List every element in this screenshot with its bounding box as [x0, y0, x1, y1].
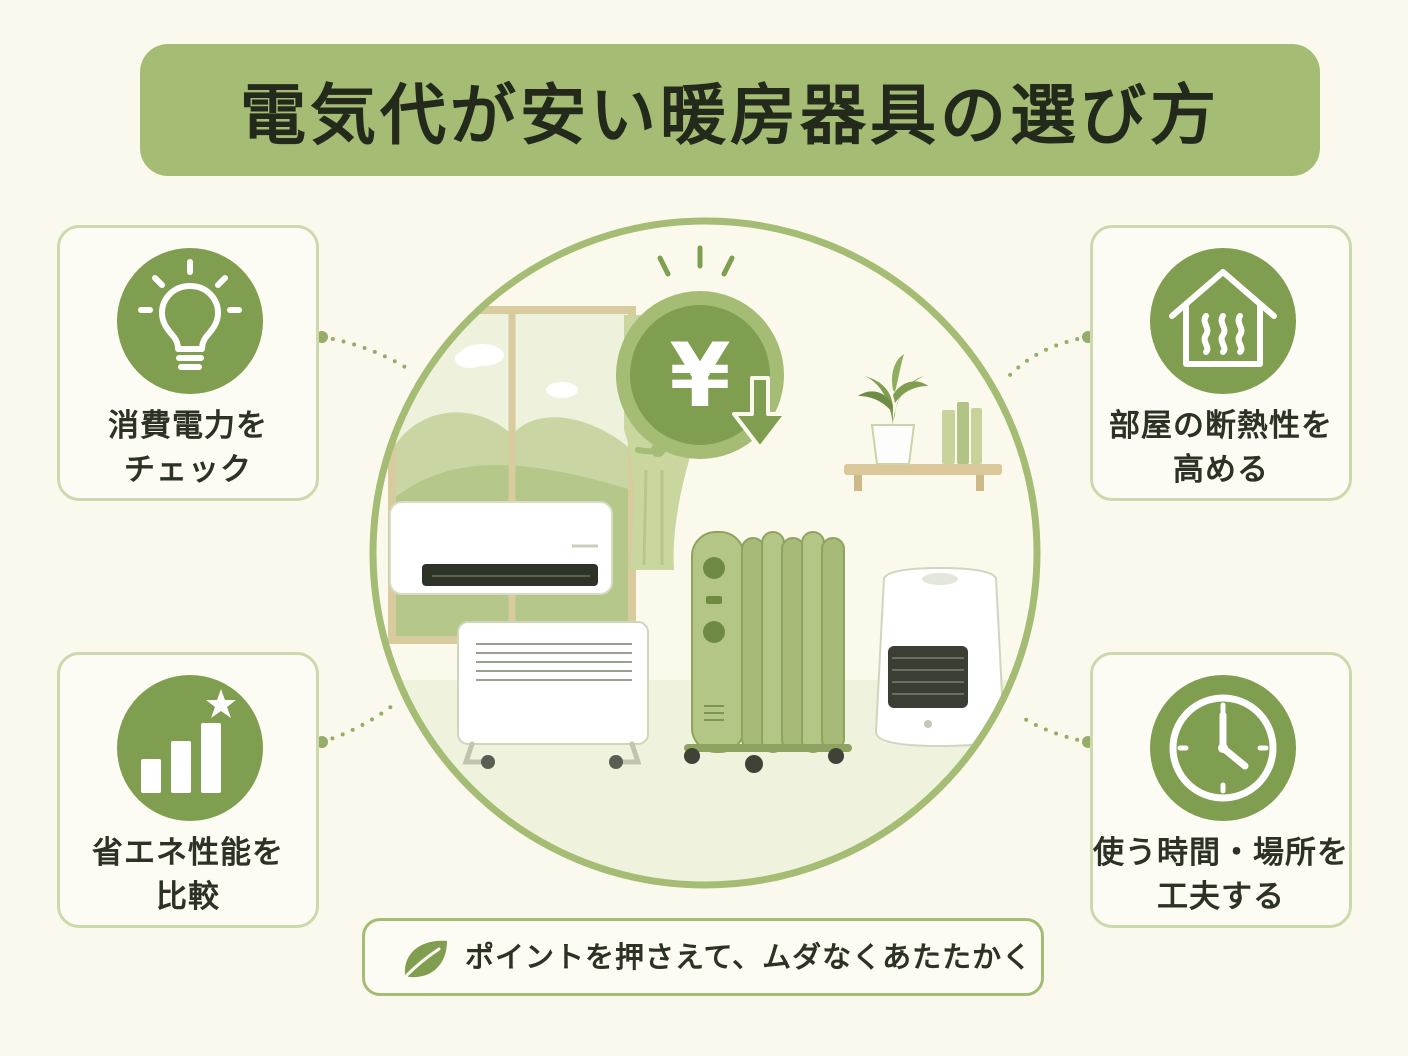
card-label-line1: 省エネ性能を — [92, 835, 284, 871]
card-label-line1: 部屋の断熱性を — [1109, 408, 1333, 444]
heaters-scene: ¥ — [369, 217, 1041, 889]
oil-heater — [684, 531, 852, 773]
panel-heater — [457, 621, 649, 769]
footer-text: ポイントを押さえて、ムダなくあたたかく — [465, 940, 1033, 974]
card-label-line2: 比較 — [156, 879, 220, 915]
card-label: 消費電力を チェック — [60, 404, 316, 492]
card-power-consumption: 消費電力を チェック — [57, 225, 319, 501]
connector-top-right — [1008, 335, 1090, 377]
card-room-insulation: 部屋の断熱性を 高める — [1090, 225, 1352, 501]
card-label-line2: 高める — [1173, 452, 1269, 488]
yen-symbol: ¥ — [669, 324, 730, 427]
leaf-icon — [404, 940, 447, 978]
card-label: 使う時間・場所を 工夫する — [1093, 831, 1349, 919]
card-label-line1: 使う時間・場所を — [1093, 835, 1349, 871]
card-time-place: 使う時間・場所を 工夫する — [1090, 652, 1352, 928]
house-heat-icon — [1150, 248, 1296, 394]
card-energy-efficiency: 省エネ性能を 比較 — [57, 652, 319, 928]
page-title: 電気代が安い暖房器具の選び方 — [240, 77, 1220, 154]
air-conditioner — [389, 501, 613, 595]
card-label-line1: 消費電力を — [108, 408, 268, 444]
lightbulb-icon — [117, 248, 263, 394]
bar-chart-star-icon — [117, 675, 263, 821]
card-label-line2: 工夫する — [1157, 879, 1285, 915]
card-label-line2: チェック — [124, 452, 252, 488]
card-label: 省エネ性能を 比較 — [60, 831, 316, 919]
connector-bottom-right — [1018, 714, 1090, 744]
card-label: 部屋の断熱性を 高める — [1093, 404, 1349, 492]
connector-top-left — [320, 335, 412, 372]
yen-down-icon: ¥ — [616, 245, 788, 459]
footer-message: ポイントを押さえて、ムダなくあたたかく — [362, 918, 1044, 996]
clock-icon — [1150, 675, 1296, 821]
shelf — [844, 354, 1002, 491]
title-banner: 電気代が安い暖房器具の選び方 — [140, 44, 1320, 176]
fan-heater — [874, 566, 1006, 748]
